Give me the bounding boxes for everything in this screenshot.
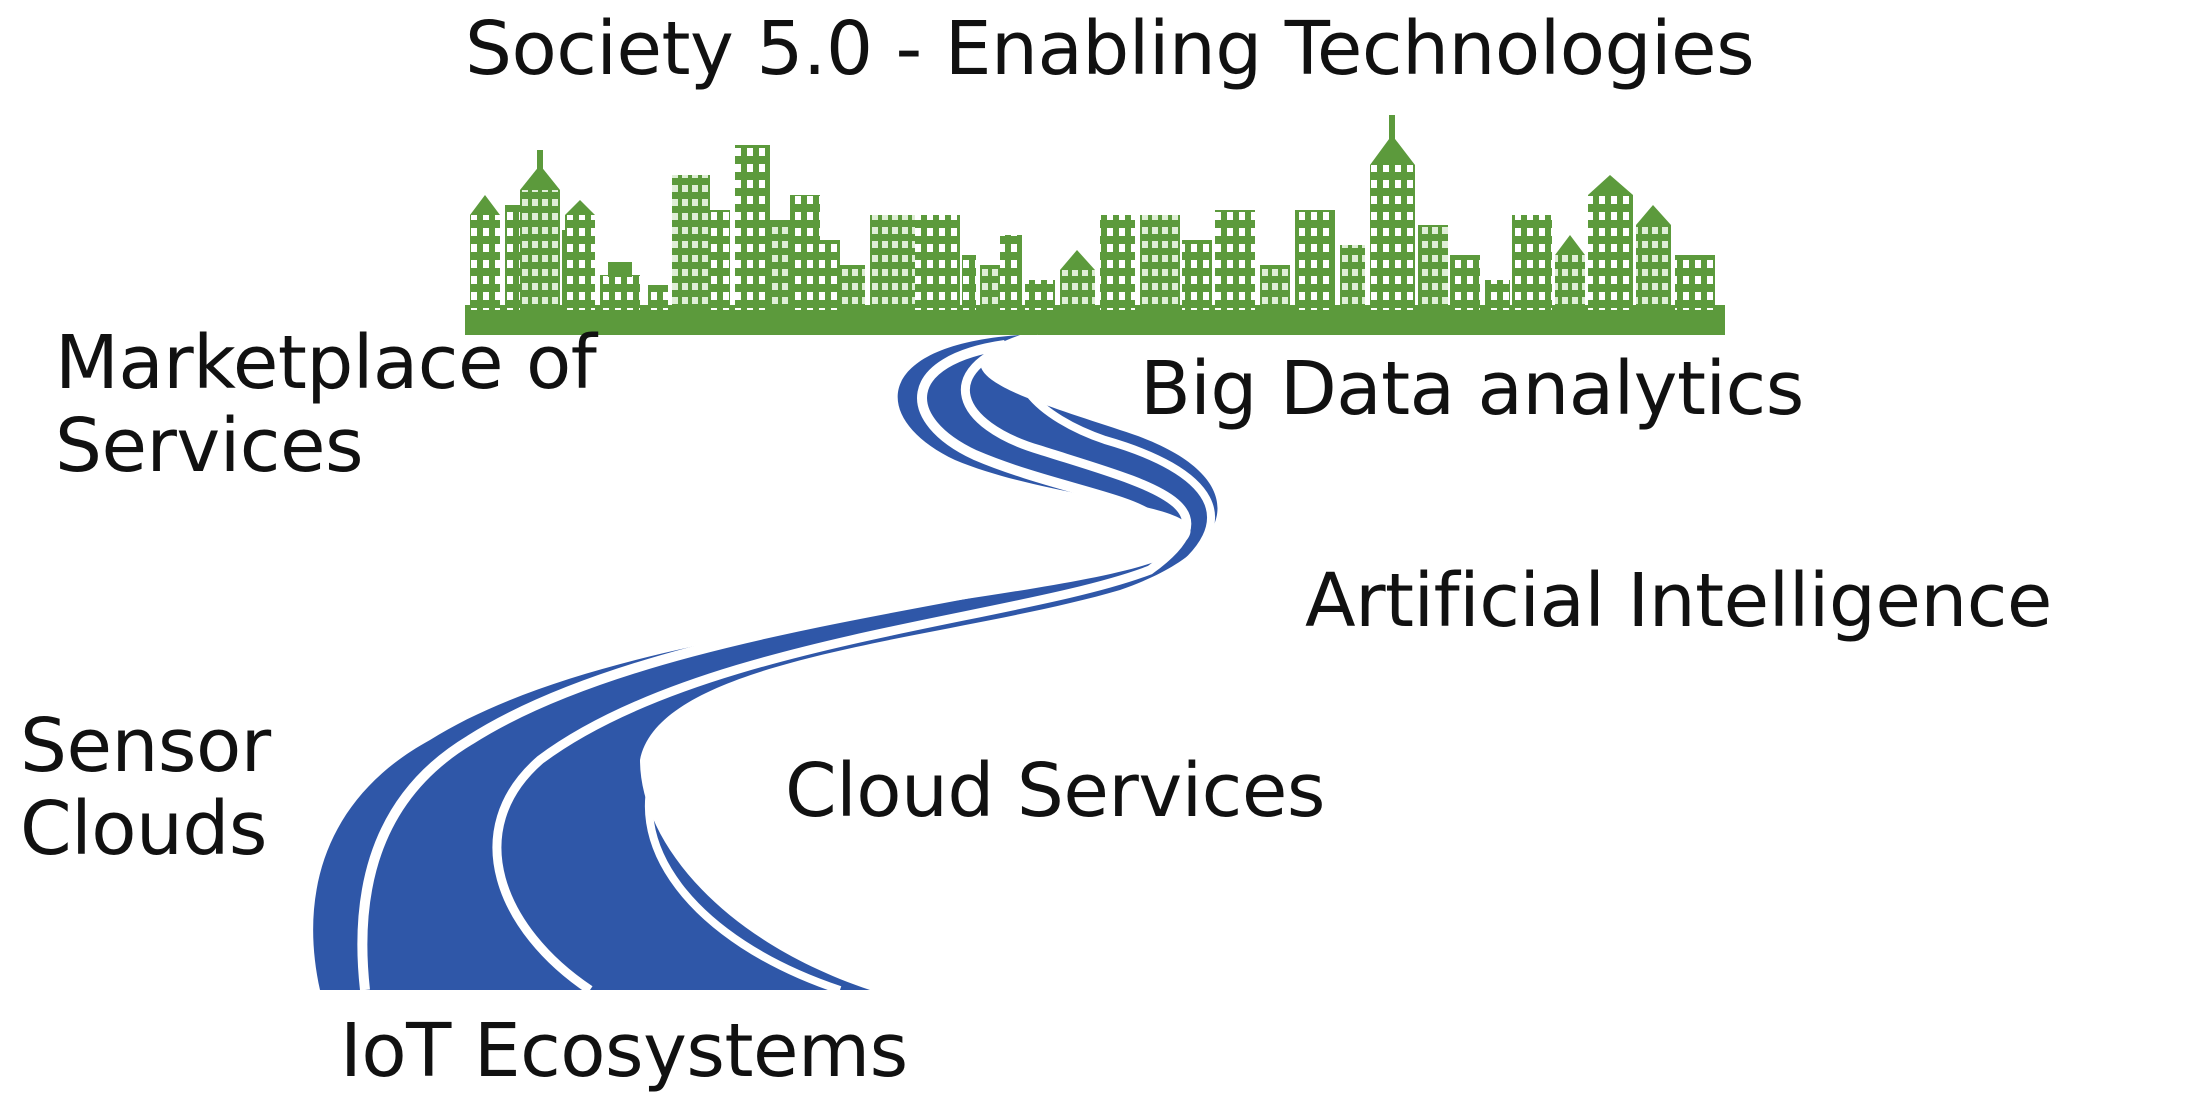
label-sensor-line2: Clouds [20,785,267,872]
label-marketplace-line1: Marketplace of [55,320,597,406]
label-iot-ecosystems: IoT Ecosystems [340,1008,908,1094]
label-cloud-services: Cloud Services [785,748,1325,834]
label-sensor-line1: Sensor [20,703,271,789]
winding-road-icon [313,334,1218,994]
label-marketplace-line2: Services [55,402,364,489]
label-artificial-intelligence: Artificial Intelligence [1305,558,2052,644]
city-skyline-icon [465,115,1725,335]
diagram-title: Society 5.0 - Enabling Technologies [465,6,1755,92]
label-big-data-analytics: Big Data analytics [1140,346,1804,432]
label-marketplace-of-services: Marketplace of Services [55,320,597,489]
label-sensor-clouds: Sensor Clouds [20,705,271,871]
